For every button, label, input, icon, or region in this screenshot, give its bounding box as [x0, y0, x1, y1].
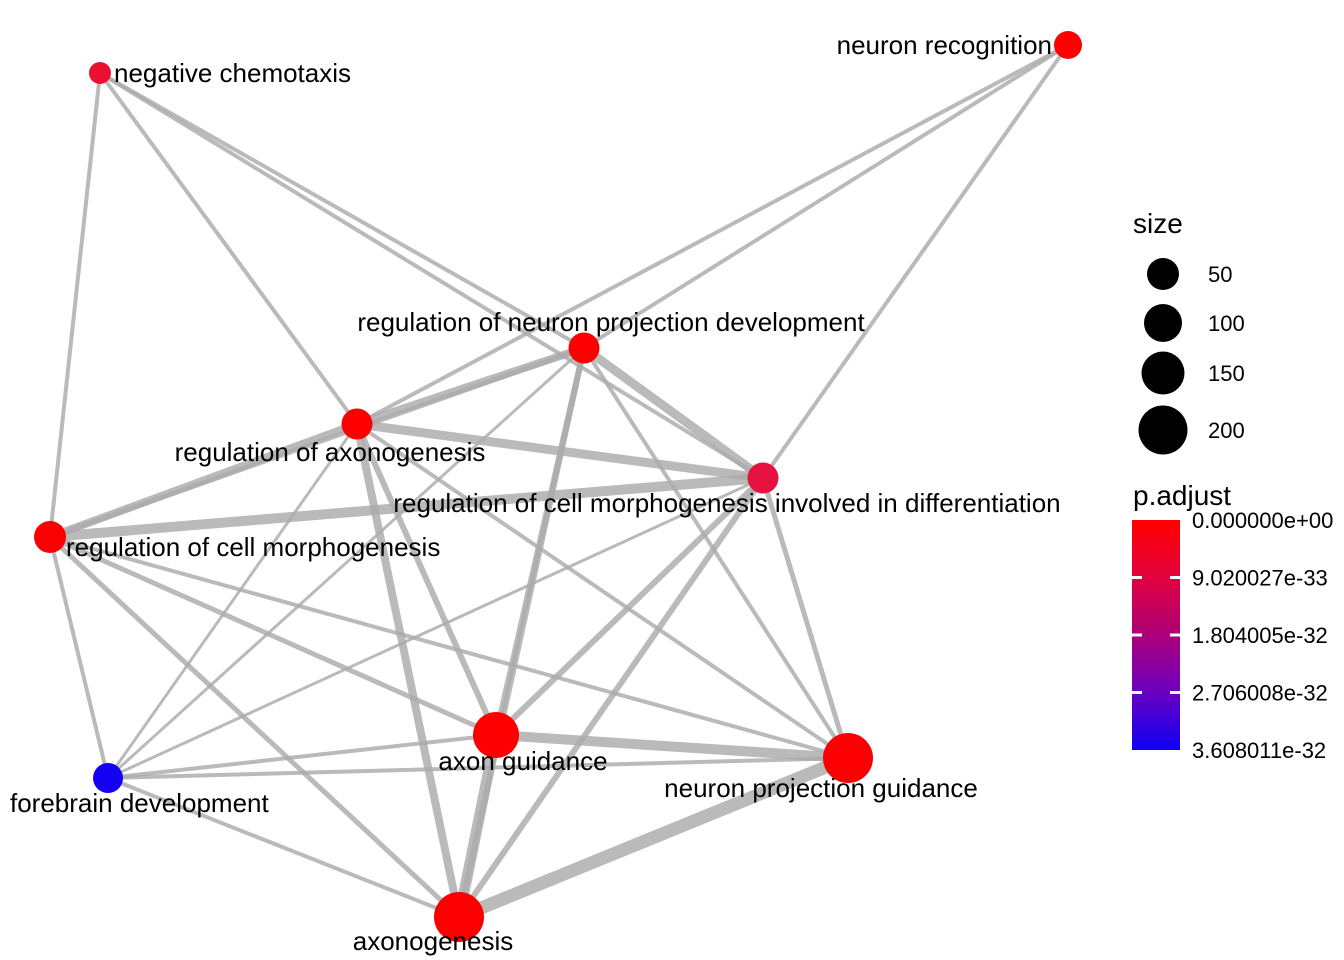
node-label-forebrain_dev: forebrain development: [10, 788, 269, 818]
node-label-axon_guidance: axon guidance: [438, 746, 607, 776]
padjust-tick-mark-left: [1132, 576, 1142, 579]
edge-neuron_recognition--reg_axonogenesis: [356, 43, 1069, 426]
node-reg_axonogenesis: [341, 408, 373, 440]
node-label-axonogenesis: axonogenesis: [353, 926, 513, 956]
size-legend-value-100: 100: [1208, 311, 1245, 336]
size-legend-circle-50: [1147, 258, 1179, 290]
node-forebrain_dev: [93, 763, 123, 793]
edge-reg_cell_morph_diff--neuron_projection_guidance: [760, 477, 851, 759]
node-layer: [34, 31, 1082, 942]
edge-neuron_recognition--reg_neuron_projection_dev: [582, 43, 1070, 350]
edge-reg_cell_morph_diff--axonogenesis: [456, 476, 766, 919]
edge-negative_chemotaxis--reg_cell_morph_diff: [98, 71, 765, 480]
padjust-tick-mark-left: [1132, 633, 1142, 637]
edge-reg_cell_morph--neuron_projection_guidance: [49, 535, 849, 760]
padjust-tick-mark-right: [1170, 633, 1180, 637]
edge-negative_chemotaxis--reg_neuron_projection_dev: [99, 71, 585, 350]
edge-negative_chemotaxis--reg_axonogenesis: [98, 71, 359, 426]
edge-reg_neuron_projection_dev--reg_cell_morph_diff: [581, 344, 766, 482]
size-legend-circle-100: [1144, 304, 1182, 342]
edge-reg_cell_morph--forebrain_dev: [48, 536, 110, 779]
node-reg_cell_morph: [34, 521, 66, 553]
edge-neuron_recognition--reg_cell_morph_diff: [761, 43, 1070, 480]
size-legend-title: size: [1133, 208, 1183, 239]
edge-negative_chemotaxis--reg_cell_morph: [48, 72, 102, 538]
edge-reg_cell_morph--axonogenesis: [48, 535, 461, 919]
node-axonogenesis: [434, 892, 484, 942]
node-label-reg_cell_morph_diff: regulation of cell morphogenesis involve…: [393, 488, 1060, 518]
node-label-reg_axonogenesis: regulation of axonogenesis: [175, 437, 486, 467]
edge-reg_cell_morph_diff--axon_guidance: [493, 475, 766, 738]
padjust-tick-label-2: 1.804005e-32: [1192, 623, 1328, 648]
node-label-neuron_recognition: neuron recognition: [837, 30, 1052, 60]
edge-reg_axonogenesis--reg_cell_morph_diff: [356, 419, 764, 483]
size-legend: size 50 100 150 200: [1133, 208, 1245, 455]
node-label-reg_cell_morph: regulation of cell morphogenesis: [66, 532, 440, 562]
edge-reg_cell_morph_diff--reg_cell_morph: [49, 473, 764, 542]
edge-reg_axonogenesis--reg_cell_morph: [48, 420, 359, 541]
node-neuron_recognition: [1054, 31, 1082, 59]
edge-reg_axonogenesis--neuron_projection_guidance: [355, 422, 850, 760]
size-legend-circle-150: [1141, 351, 1185, 395]
size-legend-circle-200: [1138, 405, 1188, 455]
padjust-legend-title: p.adjust: [1133, 480, 1231, 511]
padjust-tick-mark-left: [1132, 691, 1142, 694]
node-label-layer: negative chemotaxis neuron recognition reg…: [10, 30, 1061, 956]
edge-layer: [48, 43, 1070, 924]
node-axon_guidance: [473, 712, 519, 758]
edge-axon_guidance--neuron_projection_guidance: [495, 730, 849, 763]
edge-reg_neuron_projection_dev--neuron_projection_guidance: [582, 346, 850, 760]
size-legend-value-200: 200: [1208, 418, 1245, 443]
edge-reg_axonogenesis--forebrain_dev: [106, 423, 359, 779]
edge-reg_cell_morph--axon_guidance: [48, 534, 498, 738]
padjust-tick-label-1: 9.020027e-33: [1192, 566, 1328, 591]
edge-neuron_projection_guidance--axonogenesis: [456, 751, 851, 924]
node-label-reg_neuron_projection_dev: regulation of neuron projection developm…: [357, 307, 865, 337]
size-legend-value-150: 150: [1208, 361, 1245, 386]
node-label-neuron_projection_guidance: neuron projection guidance: [664, 773, 978, 803]
size-legend-value-50: 50: [1208, 262, 1232, 287]
padjust-tick-label-4: 3.608011e-32: [1192, 738, 1326, 763]
node-neuron_projection_guidance: [823, 733, 873, 783]
edge-reg_axonogenesis--axon_guidance: [354, 422, 499, 737]
edge-reg_cell_morph_diff--forebrain_dev: [107, 476, 764, 780]
node-negative_chemotaxis: [89, 62, 111, 84]
padjust-tick-label-3: 2.706008e-32: [1192, 681, 1328, 706]
edge-forebrain_dev--axonogenesis: [107, 776, 460, 919]
edge-forebrain_dev--axon_guidance: [107, 733, 497, 780]
node-reg_neuron_projection_dev: [568, 332, 600, 364]
edge-forebrain_dev--neuron_projection_guidance: [107, 756, 849, 780]
edge-reg_neuron_projection_dev--forebrain_dev: [106, 346, 586, 780]
padjust-tick-mark-right: [1170, 576, 1180, 579]
padjust-tick-label-0: 0.000000e+00: [1192, 508, 1333, 533]
edge-axon_guidance--axonogenesis: [453, 733, 502, 919]
padjust-legend: p.adjust 0.000000e+00 9.020027e-33 1.80400…: [1132, 480, 1333, 763]
node-reg_cell_morph_diff: [747, 462, 779, 494]
padjust-tick-mark-right: [1170, 691, 1180, 694]
node-label-negative_chemotaxis: negative chemotaxis: [114, 58, 351, 88]
